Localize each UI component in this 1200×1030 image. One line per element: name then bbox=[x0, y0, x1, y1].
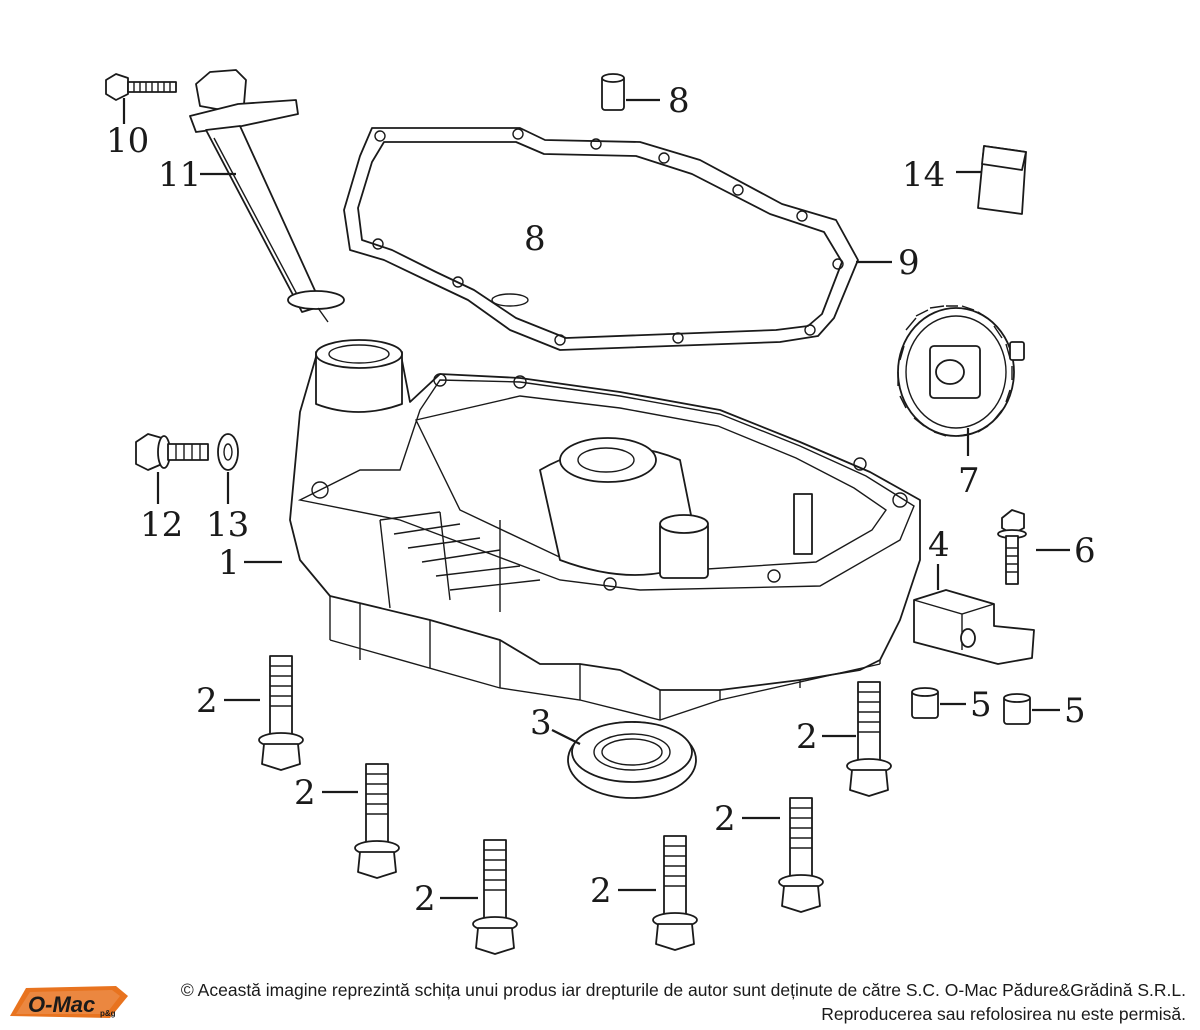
part-2-bolt-6 bbox=[846, 681, 892, 797]
callout-6: 6 bbox=[1074, 531, 1096, 571]
part-6-bolt bbox=[997, 509, 1027, 585]
callout-5a: 5 bbox=[970, 685, 992, 725]
callout-8b: 8 bbox=[524, 219, 546, 259]
callout-2b: 2 bbox=[294, 773, 316, 813]
part-5-bushing-a bbox=[911, 687, 939, 719]
callout-2a: 2 bbox=[196, 681, 218, 721]
part-2-bolt-5 bbox=[778, 797, 824, 913]
callout-5b: 5 bbox=[1064, 691, 1086, 731]
part-10-bolt bbox=[105, 73, 177, 101]
part-11-dipstick-tube bbox=[189, 69, 345, 323]
callout-3: 3 bbox=[530, 703, 552, 743]
callout-8a: 8 bbox=[668, 81, 690, 121]
part-2-bolt-1 bbox=[258, 655, 304, 771]
part-7-governor-gear bbox=[897, 305, 1025, 437]
callout-2f: 2 bbox=[796, 717, 818, 757]
part-14-label-plate bbox=[977, 145, 1027, 215]
callout-4: 4 bbox=[928, 525, 950, 565]
part-4-bracket bbox=[913, 589, 1035, 665]
callout-10: 10 bbox=[106, 121, 149, 161]
callout-2d: 2 bbox=[590, 871, 612, 911]
copyright-line-2: Reproducerea sau refolosirea nu este per… bbox=[821, 1004, 1186, 1024]
part-2-bolt-4 bbox=[652, 835, 698, 951]
part-1-crankcase-cover bbox=[289, 339, 921, 721]
part-2-bolt-2 bbox=[354, 763, 400, 879]
copyright-line-1: © Această imagine reprezintă schița unui… bbox=[180, 980, 1186, 1000]
footer: O-Mac p&g © Această imagine reprezintă s… bbox=[0, 972, 1200, 1030]
part-13-washer bbox=[217, 433, 239, 471]
callout-9: 9 bbox=[898, 243, 920, 283]
callout-1: 1 bbox=[218, 543, 240, 583]
callout-14: 14 bbox=[902, 155, 945, 195]
part-3-oil-seal bbox=[567, 721, 697, 799]
callout-13: 13 bbox=[206, 505, 249, 545]
callout-2c: 2 bbox=[414, 879, 436, 919]
logo-text: O-Mac bbox=[28, 992, 95, 1017]
callout-11: 11 bbox=[158, 155, 201, 195]
logo-sub: p&g bbox=[100, 1009, 116, 1018]
part-5-bushing-b bbox=[1003, 693, 1031, 725]
o-mac-logo: O-Mac p&g bbox=[10, 986, 128, 1018]
part-9-gasket bbox=[343, 127, 859, 351]
part-2-bolt-3 bbox=[472, 839, 518, 955]
callout-2e: 2 bbox=[714, 799, 736, 839]
part-12-flange-bolt bbox=[135, 433, 209, 471]
callout-7: 7 bbox=[958, 461, 980, 501]
callout-12: 12 bbox=[140, 505, 183, 545]
part-8-dowel-pin-a bbox=[601, 73, 625, 111]
copyright-notice: © Această imagine reprezintă schița unui… bbox=[146, 978, 1186, 1026]
